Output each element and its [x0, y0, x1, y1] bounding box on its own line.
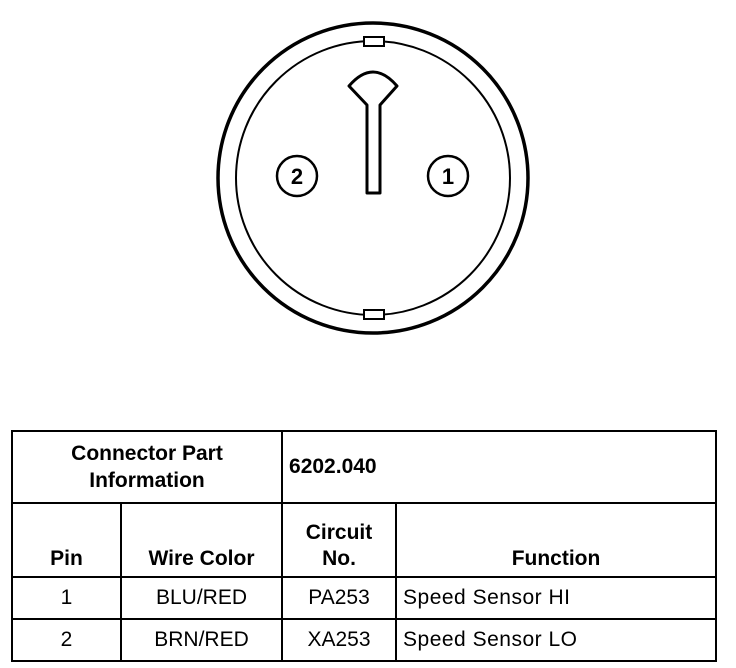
row-1-pin: 1 [11, 576, 122, 620]
table-row: 2 BRN/RED XA253 Speed Sensor LO [11, 618, 718, 662]
table-header-row: Pin Wire Color Circuit No. Function [11, 502, 718, 578]
table-row: 1 BLU/RED PA253 Speed Sensor HI [11, 576, 718, 620]
header-wire-color: Wire Color [119, 502, 284, 578]
row-1-function: Speed Sensor HI [395, 576, 718, 620]
row-1-circuit-no: PA253 [281, 576, 398, 620]
header-pin: Pin [11, 502, 122, 578]
row-2-pin: 2 [11, 618, 122, 662]
pin-2-label: 2 [291, 164, 303, 189]
locking-tab-bottom [363, 309, 385, 320]
connector-part-number: 6202.040 [281, 430, 718, 504]
pin-1-circle [426, 154, 470, 198]
locking-tab-top [363, 36, 385, 47]
connector-info-label: Connector Part Information [10, 430, 284, 504]
row-1-wire-color: BLU/RED [119, 576, 284, 620]
connector-info-row: Connector Part Information 6202.040 [10, 430, 718, 504]
header-circuit-no: Circuit No. [281, 502, 398, 578]
center-key-slot [347, 70, 399, 195]
row-2-wire-color: BRN/RED [119, 618, 284, 662]
pin-2-circle [275, 154, 319, 198]
header-function: Function [395, 502, 718, 578]
connector-pin-table: Connector Part Information 6202.040 Pin … [10, 430, 718, 662]
row-2-function: Speed Sensor LO [395, 618, 718, 662]
connector-outer-ring [216, 21, 530, 335]
pin-1-label: 1 [442, 164, 454, 189]
connector-face-diagram: 1 2 [216, 21, 530, 335]
row-2-circuit-no: XA253 [281, 618, 398, 662]
